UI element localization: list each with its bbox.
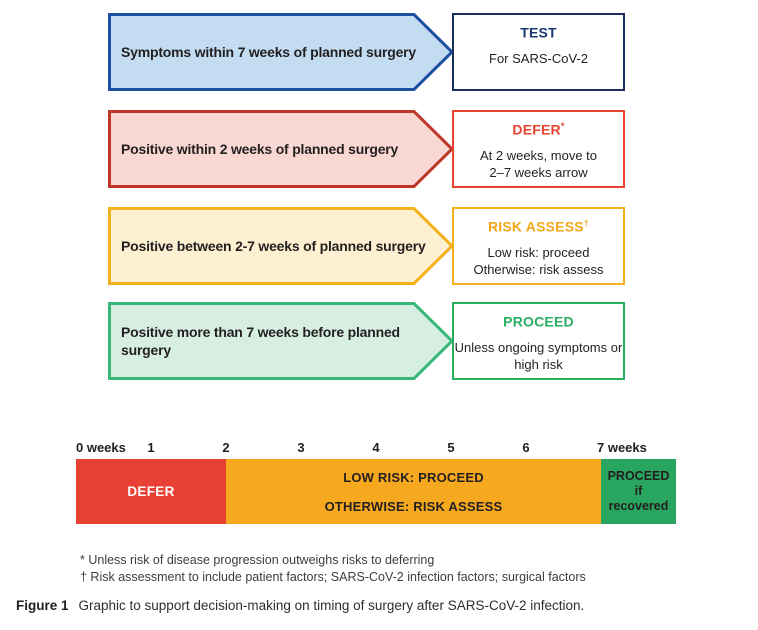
outcome-box-proceed: PROCEED Unless ongoing symptoms or high …: [452, 302, 625, 380]
outcome-line: Low risk: proceed: [487, 244, 590, 260]
tick-label-2: 2: [222, 440, 230, 455]
timeline: 0 weeks 1 2 3 4 5 6 7 weeks DEFER LOW RI…: [76, 440, 676, 524]
outcome-title-text: DEFER: [512, 121, 561, 138]
outcome-title: RISK ASSESS†: [488, 218, 589, 235]
arrow-label: Symptoms within 7 weeks of planned surge…: [121, 44, 417, 60]
tick-label-5: 5: [447, 440, 455, 455]
outcome-title: TEST: [520, 24, 557, 41]
outcome-line: 2–7 weeks arrow: [489, 164, 588, 180]
footnote-dagger: † Risk assessment to include patient fac…: [80, 570, 586, 584]
right-arrow-icon: [108, 207, 454, 285]
outcome-line: high risk: [514, 356, 563, 372]
outcome-box-defer: DEFER* At 2 weeks, move to 2–7 weeks arr…: [452, 110, 625, 188]
category-arrow-positive-2wk: Positive within 2 weeks of planned surge…: [108, 110, 454, 188]
arrow-label: Positive more than 7 weeks before planne…: [121, 324, 400, 358]
footnotes: * Unless risk of disease progression out…: [80, 552, 586, 586]
tick-label-7-weeks: 7 weeks: [597, 440, 647, 455]
outcome-title-superscript: †: [583, 218, 590, 228]
tick-label-3: 3: [297, 440, 305, 455]
segment-text: PROCEED: [607, 469, 670, 483]
timeline-segment-risk-assess: LOW RISK: PROCEED OTHERWISE: RISK ASSESS: [226, 459, 601, 524]
segment-text: recovered: [608, 499, 669, 513]
arrow-label: Positive between 2-7 weeks of planned su…: [121, 238, 426, 254]
outcome-line: At 2 weeks, move to: [479, 147, 598, 163]
footnote-asterisk: * Unless risk of disease progression out…: [80, 553, 435, 567]
figure-caption-text: Graphic to support decision-making on ti…: [78, 598, 585, 613]
figure-caption: Figure 1 Graphic to support decision-maki…: [16, 598, 584, 613]
outcome-box-test: TEST For SARS-CoV-2: [452, 13, 625, 91]
tick-label-6: 6: [522, 440, 530, 455]
outcome-title: PROCEED: [503, 313, 574, 330]
timeline-bar: DEFER LOW RISK: PROCEED OTHERWISE: RISK …: [76, 459, 676, 524]
outcome-title-text: TEST: [520, 24, 557, 41]
outcome-line: Unless ongoing symptoms or: [454, 339, 623, 355]
outcome-title: DEFER*: [512, 121, 564, 138]
segment-text: if: [634, 484, 643, 498]
right-arrow-icon: [108, 110, 454, 188]
timeline-tick-labels: 0 weeks 1 2 3 4 5 6 7 weeks: [76, 440, 676, 457]
segment-text: OTHERWISE: RISK ASSESS: [324, 498, 503, 514]
right-arrow-icon: [108, 13, 454, 91]
flow-row-proceed: Positive more than 7 weeks before planne…: [108, 302, 628, 380]
segment-text: LOW RISK: PROCEED: [343, 469, 484, 485]
outcome-line: For SARS-CoV-2: [489, 50, 588, 66]
figure-caption-label: Figure 1: [16, 598, 69, 613]
outcome-title-text: PROCEED: [503, 313, 574, 330]
outcome-title-text: RISK ASSESS: [487, 218, 584, 235]
category-arrow-symptoms: Symptoms within 7 weeks of planned surge…: [108, 13, 454, 91]
flow-row-test: Symptoms within 7 weeks of planned surge…: [108, 13, 628, 91]
category-arrow-positive-2-7wk: Positive between 2-7 weeks of planned su…: [108, 207, 454, 285]
arrow-label: Positive within 2 weeks of planned surge…: [121, 141, 399, 157]
outcome-title-superscript: *: [560, 121, 565, 131]
outcome-line: Otherwise: risk assess: [473, 261, 604, 277]
category-arrow-positive-7wk-plus: Positive more than 7 weeks before planne…: [108, 302, 454, 380]
flow-row-risk-assess: Positive between 2-7 weeks of planned su…: [108, 207, 628, 285]
timeline-segment-defer: DEFER: [76, 459, 226, 524]
outcome-box-risk-assess: RISK ASSESS† Low risk: proceed Otherwise…: [452, 207, 625, 285]
timeline-segment-proceed: PROCEED if recovered: [601, 459, 676, 524]
tick-label-1: 1: [147, 440, 155, 455]
segment-text: DEFER: [127, 484, 175, 499]
tick-label-0-weeks: 0 weeks: [76, 440, 126, 455]
flow-row-defer: Positive within 2 weeks of planned surge…: [108, 110, 628, 188]
right-arrow-icon: [108, 302, 454, 380]
tick-label-4: 4: [372, 440, 380, 455]
